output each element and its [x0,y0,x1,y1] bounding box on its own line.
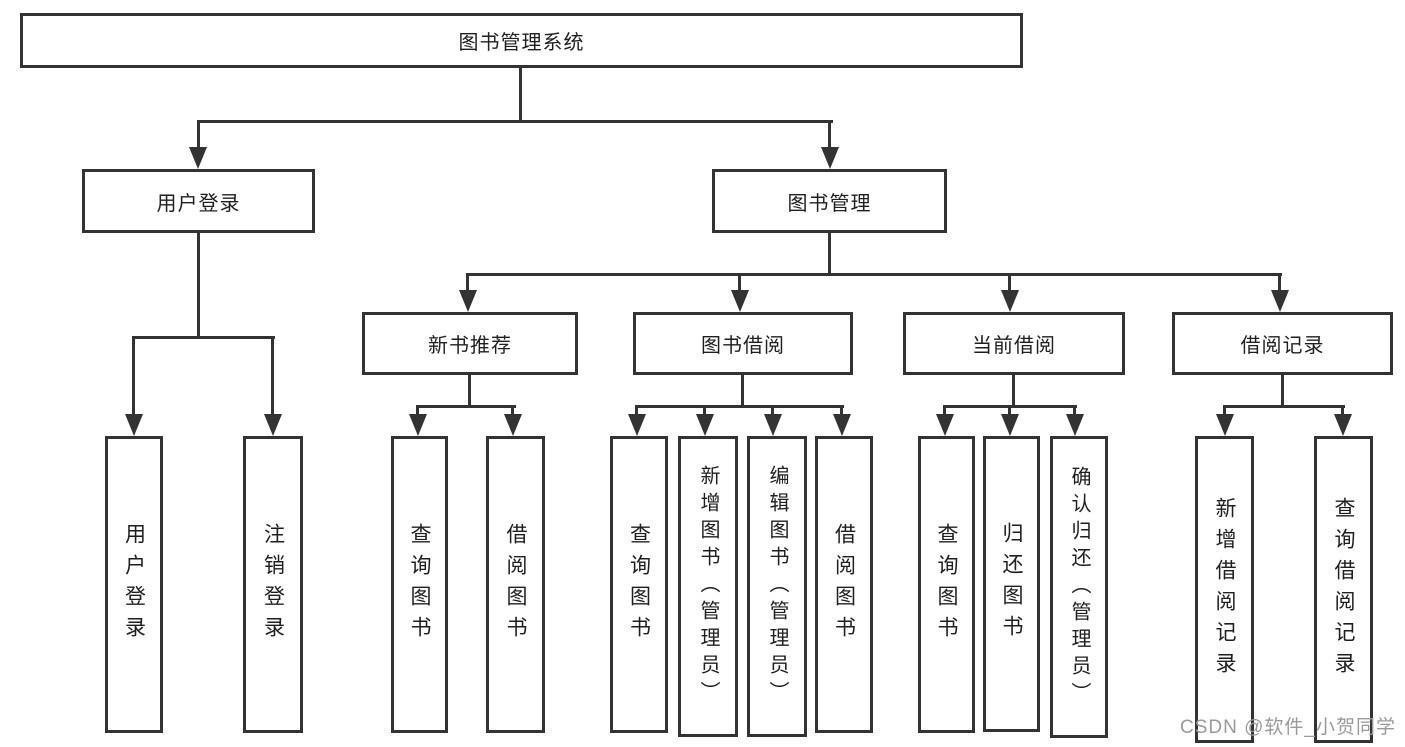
connector-shaft [511,405,514,417]
watermark: CSDN @软件_小贺同学 [1180,717,1396,738]
node-root: 图书管理系统 [20,13,1023,68]
arrow-down-icon [1334,414,1352,436]
connector-shaft [943,405,946,417]
leaf-edit-book-admin: 编辑图书（管理员） [747,436,807,737]
connector-shaft [197,120,200,149]
arrow-down-icon [1001,290,1019,312]
node-label: 借阅记录 [1240,335,1325,357]
node-borrow-record: 借阅记录 [1172,312,1393,375]
connector-newbook-stem [468,375,471,405]
connector-userlogin-stem [197,232,200,336]
connector-shaft [703,405,706,417]
arrow-down-icon [189,147,207,169]
leaf-borrow-book-1: 借阅图书 [486,436,545,733]
leaf-borrow-book-2: 借阅图书 [815,436,873,733]
arrow-down-icon [821,147,839,169]
leaf-label: 查询借阅记录 [1332,496,1355,683]
connector-shaft [738,273,741,293]
node-label: 新书推荐 [428,335,512,357]
connector-bookborrow-stem [741,375,744,405]
node-root-label: 图书管理系统 [458,32,585,54]
leaf-query-book-3: 查询图书 [918,436,975,733]
connector-shaft [771,405,774,417]
node-user-login: 用户登录 [82,169,315,233]
leaf-label: 查询图书 [935,522,958,647]
connector-root-bar [197,120,833,123]
connector-shaft [840,405,843,417]
node-label: 图书借阅 [701,335,785,357]
arrow-down-icon [1271,290,1289,312]
leaf-label: 用户登录 [122,522,146,647]
connector-currentborrow-stem [1012,375,1015,405]
node-current-borrow: 当前借阅 [903,312,1125,375]
connector-shaft [635,405,638,417]
leaf-confirm-return-admin: 确认归还（管理员） [1050,436,1108,738]
connector-shaft [132,336,135,416]
leaf-add-book-admin: 新增图书（管理员） [678,436,738,737]
connector-shaft [1223,405,1226,417]
leaf-query-book-1: 查询图书 [391,436,448,733]
node-label: 用户登录 [156,192,241,215]
arrow-down-icon [409,414,427,436]
connector-shaft [1341,405,1344,417]
leaf-label: 编辑图书（管理员） [766,465,788,708]
arrow-down-icon [459,290,477,312]
arrow-down-icon [936,414,954,436]
connector-root-stem [519,67,522,120]
connector-borrowrecord-bar [1224,405,1345,408]
arrow-down-icon [504,414,522,436]
leaf-query-borrow-record: 查询借阅记录 [1314,436,1373,743]
connector-bookmgmt-bar [467,273,1282,276]
connector-shaft [1278,273,1281,293]
arrow-down-icon [125,414,143,436]
arrow-down-icon [696,414,714,436]
connector-shaft [828,120,831,149]
arrow-down-icon [833,414,851,436]
connector-shaft [271,336,274,416]
connector-userlogin-bar [133,336,275,339]
arrow-down-icon [628,414,646,436]
leaf-label: 新增借阅记录 [1213,496,1236,683]
leaf-return-book: 归还图书 [983,436,1040,732]
connector-newbook-bar [417,405,516,408]
node-book-management: 图书管理 [712,169,947,233]
connector-shaft [416,405,419,417]
arrow-down-icon [1066,414,1084,436]
node-book-borrow: 图书借阅 [633,312,853,375]
leaf-label: 查询图书 [408,522,431,647]
connector-bookborrow-bar [636,405,844,408]
leaf-label: 新增图书（管理员） [697,465,719,708]
arrow-down-icon [264,414,282,436]
arrow-down-icon [1216,414,1234,436]
connector-borrowrecord-stem [1281,375,1284,405]
arrow-down-icon [1001,414,1019,436]
leaf-add-borrow-record: 新增借阅记录 [1195,436,1254,743]
connector-shaft [466,273,469,293]
connector-shaft [1008,405,1011,417]
leaf-label: 借阅图书 [504,522,527,647]
leaf-label: 确认归还（管理员） [1068,465,1090,709]
connector-bookmgmt-stem [828,233,831,273]
leaf-label: 借阅图书 [832,522,856,647]
leaf-label: 查询图书 [627,522,651,647]
node-label: 图书管理 [787,192,872,215]
arrow-down-icon [764,414,782,436]
arrow-down-icon [731,290,749,312]
connector-shaft [1008,273,1011,293]
leaf-label: 归还图书 [1000,522,1023,646]
connector-shaft [1073,405,1076,417]
leaf-label: 注销登录 [261,522,285,647]
leaf-query-book-2: 查询图书 [610,436,668,733]
node-label: 当前借阅 [972,335,1056,357]
node-new-book-recommend: 新书推荐 [362,312,578,375]
leaf-user-login: 用户登录 [105,436,163,733]
leaf-logout: 注销登录 [243,436,303,733]
